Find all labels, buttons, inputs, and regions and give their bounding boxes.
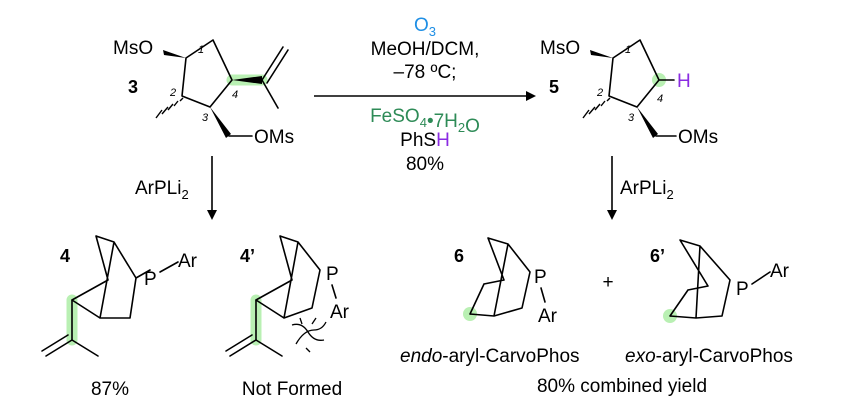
locant-3: 3 — [202, 112, 209, 124]
wedge-c3-ch2 — [637, 107, 658, 138]
wedge-c1-oms — [163, 50, 186, 58]
conditions-block: O3 MeOH/DCM, –78 ºC; FeSO4•7H2O PhSH 80% — [314, 15, 536, 175]
wedge-c1-oms — [590, 50, 613, 58]
solvent: MeOH/DCM, — [371, 39, 480, 60]
compound-5: MsO 5 OMs H 1 2 3 4 — [540, 38, 718, 148]
down-arrow-right: ArPLi2 — [607, 156, 674, 220]
locant-4: 4 — [657, 93, 663, 105]
ar-label: Ar — [770, 261, 790, 282]
hash-c2-methyl — [155, 97, 184, 119]
locant-3: 3 — [628, 112, 635, 124]
ring-bonds — [181, 39, 233, 108]
mso-label: MsO — [540, 38, 580, 59]
compound-number: 4 — [60, 246, 70, 266]
reagent-phsh: PhSH — [400, 130, 450, 151]
steric-clash-icon — [291, 317, 327, 353]
oms-label: OMs — [254, 127, 294, 148]
bond-methyl — [255, 339, 283, 357]
bicyclic-bonds — [255, 235, 321, 319]
reagent-arpli2: ArPLi2 — [620, 178, 674, 202]
bond-vinyl-a — [261, 46, 284, 81]
p-label: P — [326, 264, 339, 285]
compound-4-prime: 4’ P Ar Not Formed — [225, 235, 350, 400]
bond-p-ar — [159, 261, 179, 273]
yield-caption: Not Formed — [242, 379, 342, 400]
compound-4: 4 P Ar 87% — [41, 235, 198, 400]
bond-methyl — [71, 339, 99, 357]
exo-label: exo-aryl-CarvoPhos — [625, 346, 793, 367]
ar-label: Ar — [538, 306, 558, 327]
locant-2: 2 — [169, 87, 176, 99]
oms-label: OMs — [678, 127, 718, 148]
bond-p-ar — [751, 271, 771, 285]
compound-number: 3 — [128, 77, 138, 97]
ring-bonds — [608, 39, 660, 108]
locant-4: 4 — [232, 89, 238, 101]
compound-3: MsO 3 OMs 1 2 3 4 — [113, 38, 294, 148]
bicyclic-bonds — [71, 235, 151, 319]
reagent-arpli2: ArPLi2 — [135, 178, 189, 202]
compound-number: 4’ — [240, 246, 255, 266]
wedge-c4-isopropenyl — [232, 76, 262, 84]
compound-number: 6 — [454, 246, 464, 266]
locant-2: 2 — [596, 87, 603, 99]
locant-1: 1 — [198, 44, 204, 56]
reaction-yield: 80% — [406, 154, 444, 175]
bond-p-ar — [540, 287, 546, 303]
bond-vinyl-a — [229, 339, 257, 357]
mso-label: MsO — [113, 38, 153, 59]
yield-caption: 87% — [91, 379, 129, 400]
reagent-o3: O3 — [414, 15, 436, 39]
temperature: –78 ºC; — [394, 62, 457, 83]
p-label: P — [144, 269, 157, 290]
locant-1: 1 — [625, 44, 631, 56]
compound-number: 6’ — [650, 246, 665, 266]
bond-methyl — [261, 79, 279, 109]
bond-vinyl-b — [41, 334, 69, 352]
bicyclic-bonds — [669, 239, 731, 319]
combined-yield: 80% combined yield — [537, 376, 707, 397]
ar-label: Ar — [330, 302, 350, 323]
p-label: P — [736, 279, 749, 300]
wedge-c3-ch2 — [210, 107, 231, 138]
bond-vinyl-b — [225, 334, 253, 352]
p-label: P — [534, 267, 547, 288]
down-arrow-left: ArPLi2 — [135, 156, 217, 220]
h-label: H — [677, 71, 691, 92]
reagent-feso4: FeSO4•7H2O — [370, 106, 480, 137]
compound-6-prime: 6’ P Ar — [650, 239, 790, 323]
bond-p-ar — [331, 284, 337, 299]
ar-label: Ar — [178, 251, 198, 272]
compound-6: 6 P Ar — [454, 237, 558, 327]
compound-number: 5 — [549, 77, 559, 97]
endo-label: endo-aryl-CarvoPhos — [400, 346, 580, 367]
bond-vinyl-b — [266, 49, 289, 84]
bond-vinyl-a — [45, 339, 73, 357]
hash-c2-methyl — [582, 97, 611, 119]
plus-sign: + — [602, 272, 613, 293]
bicyclic-bonds — [469, 237, 531, 317]
